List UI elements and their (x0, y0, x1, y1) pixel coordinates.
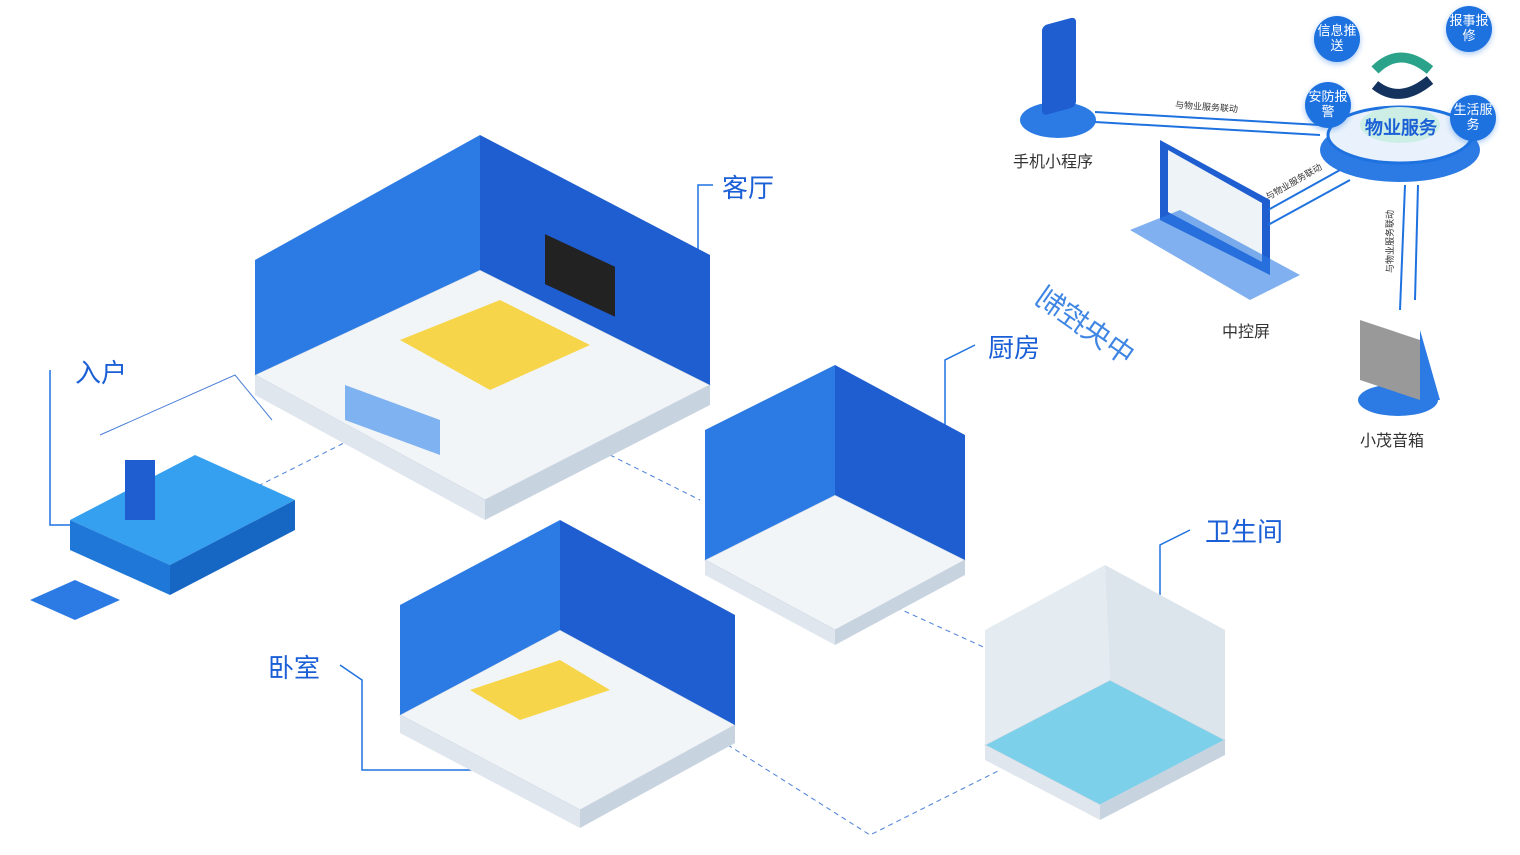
device-label-phone: 手机小程序 (1013, 152, 1094, 171)
control-panel-device (1130, 140, 1300, 300)
room-label-bedroom: 卧室 (268, 654, 321, 684)
property-platform (1320, 52, 1480, 182)
phone-device (1020, 17, 1096, 138)
device-label-panel: 中控屏 (1222, 322, 1271, 341)
bedroom-room (398, 520, 737, 828)
kitchen-room (703, 365, 967, 645)
room-label-bathroom: 卫生间 (1205, 518, 1284, 548)
device-label-speaker: 小茂音箱 (1360, 431, 1425, 450)
room-label-living: 客厅 (722, 174, 775, 204)
room-label-kitchen: 厨房 (988, 334, 1041, 364)
property-service-title: 物业服务 (1365, 118, 1437, 139)
link-lines (1094, 111, 1419, 311)
label-leaders (49, 184, 1191, 771)
living-room (253, 135, 712, 520)
link-label-speaker: 与物业服务联动 (1386, 209, 1397, 274)
bubble-repair: 报事报修 (1446, 6, 1492, 52)
speaker-device (1358, 320, 1440, 416)
bubble-security: 安防报警 (1305, 82, 1351, 128)
entry-house (30, 374, 295, 620)
bubble-info-push: 信息推送 (1314, 16, 1360, 62)
room-label-entry: 入户 (75, 359, 128, 389)
bathroom-room (983, 565, 1227, 820)
bubble-life-service: 生活服务 (1450, 95, 1496, 141)
